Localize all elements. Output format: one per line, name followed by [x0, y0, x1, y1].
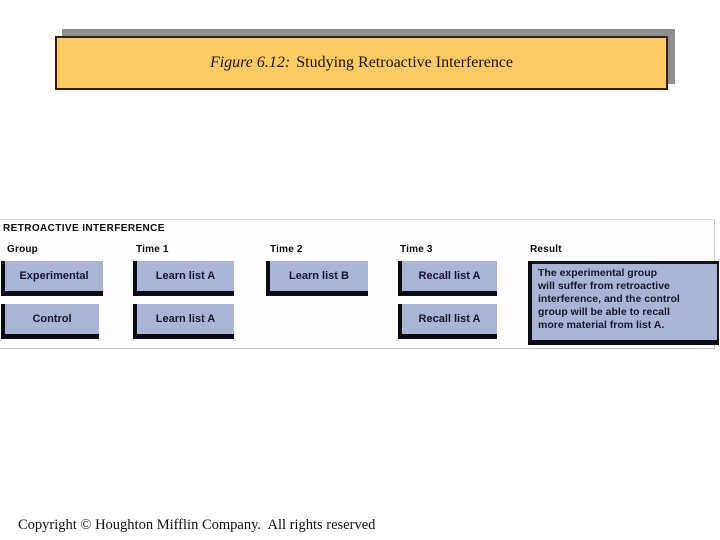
slide-title: Figure 6.12: Studying Retroactive Interfe…: [210, 54, 513, 72]
slide-title-banner: Figure 6.12: Studying Retroactive Interfe…: [55, 36, 668, 90]
box-control-group: Control: [1, 304, 99, 339]
retroactive-interference-diagram: RETROACTIVE INTERFERENCE Group Time 1 Ti…: [0, 219, 719, 349]
result-text-line: interference, and the control: [538, 293, 680, 305]
column-header-time2: Time 2: [270, 244, 303, 255]
result-text-line: more material from list A.: [538, 319, 665, 331]
box-result: The experimental group will suffer from …: [528, 261, 719, 345]
box-experimental-recall-list-a: Recall list A: [398, 261, 497, 296]
result-text-line: will suffer from retroactive: [538, 280, 670, 292]
box-experimental-learn-list-b: Learn list B: [266, 261, 368, 296]
column-header-group: Group: [7, 244, 38, 255]
box-experimental-learn-list-a: Learn list A: [133, 261, 234, 296]
box-control-learn-list-a: Learn list A: [133, 304, 234, 339]
figure-number-label: Figure 6.12:: [209, 54, 291, 71]
result-text-line: The experimental group: [538, 267, 658, 279]
column-header-result: Result: [530, 244, 562, 255]
result-text-line: group will be able to recall: [538, 306, 670, 318]
figure-title-text: Studying Retroactive Interference: [296, 54, 514, 71]
box-experimental-group: Experimental: [1, 261, 103, 296]
diagram-heading: RETROACTIVE INTERFERENCE: [3, 223, 165, 234]
box-control-recall-list-a: Recall list A: [398, 304, 497, 339]
column-header-time3: Time 3: [400, 244, 433, 255]
column-header-time1: Time 1: [136, 244, 169, 255]
copyright-footer: Copyright © Houghton Mifflin Company. Al…: [18, 517, 376, 533]
